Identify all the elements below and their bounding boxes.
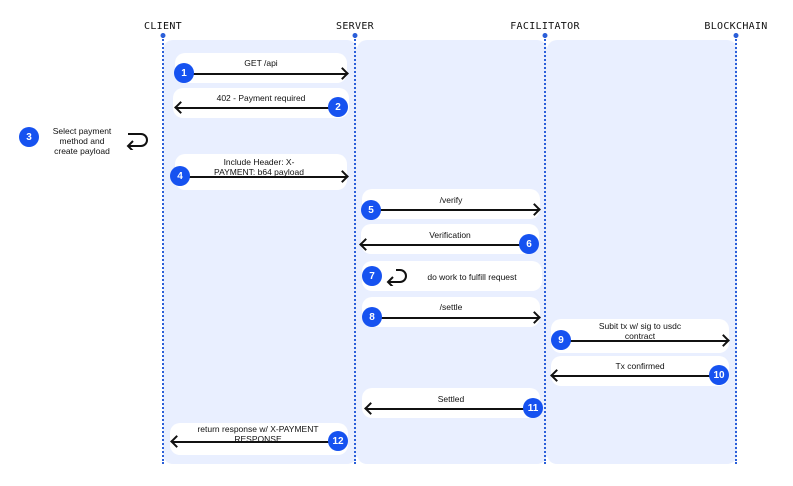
lifeline-blockchain (735, 36, 737, 464)
step-12-bubble (170, 423, 348, 455)
step-9-badge: 9 (551, 330, 571, 350)
step-12-label: return response w/ X-PAYMENT RESPONSE (197, 424, 319, 444)
step-12-badge: 12 (328, 431, 348, 451)
step-11-bubble (362, 388, 540, 418)
step-5-bubble (362, 189, 540, 219)
step-8-label: /settle (439, 302, 463, 312)
step-11-arrow (367, 408, 527, 410)
lane-panel-facilitator-blockchain (547, 40, 737, 464)
step-5-badge: 5 (361, 200, 381, 220)
step-9-label: Subit tx w/ sig to usdc contract (598, 321, 682, 341)
lifeline-facilitator (544, 36, 546, 464)
step-6-arrow (362, 244, 528, 246)
step-7-bubble (362, 261, 542, 291)
lifeline-dot-facilitator (542, 33, 548, 38)
step-6-bubble (361, 224, 539, 254)
step-5-label: /verify (439, 195, 463, 205)
step-6-label: Verification (429, 230, 471, 240)
lifeline-dot-blockchain (733, 33, 739, 38)
step-4-bubble (175, 154, 347, 190)
step-3-badge: 3 (19, 127, 39, 147)
lane-title-facilitator: FACILITATOR (510, 21, 580, 32)
step-9-bubble (551, 319, 729, 353)
step-10-bubble (551, 356, 729, 386)
lifeline-client (162, 36, 164, 464)
step-11-label: Settled (437, 394, 465, 404)
step-8-badge: 8 (362, 307, 382, 327)
step-2-badge: 2 (328, 97, 348, 117)
step-7-label: do work to fulfill request (427, 272, 517, 282)
step-4-arrow (186, 176, 346, 178)
step-10-badge: 10 (709, 365, 729, 385)
step-7-badge: 7 (362, 266, 382, 286)
step-1-arrow (186, 73, 346, 75)
step-8-arrow (372, 317, 538, 319)
step-3-label: Select payment method and create payload (52, 126, 112, 156)
step-11-badge: 11 (523, 398, 543, 418)
step-7-loop-icon (386, 269, 407, 286)
step-2-bubble (173, 88, 349, 118)
step-1-badge: 1 (174, 63, 194, 83)
lifeline-dot-client (160, 33, 166, 38)
lifeline-dot-server (352, 33, 358, 38)
step-9-arrow (561, 340, 727, 342)
step-10-label: Tx confirmed (615, 361, 665, 371)
step-6-badge: 6 (519, 234, 539, 254)
step-4-label: Include Header: X-PAYMENT: b64 payload (214, 157, 304, 177)
step-1-label: GET /api (244, 58, 278, 68)
lane-title-blockchain: BLOCKCHAIN (704, 21, 768, 32)
step-12-arrow (173, 441, 329, 443)
step-2-arrow (177, 107, 337, 109)
step-5-arrow (372, 209, 538, 211)
step-1-bubble (175, 53, 347, 83)
step-8-bubble (362, 297, 540, 327)
lane-title-server: SERVER (336, 21, 374, 32)
lane-title-client: CLIENT (144, 21, 182, 32)
step-10-arrow (553, 375, 719, 377)
step-3-loop-icon (126, 133, 148, 150)
step-4-badge: 4 (170, 166, 190, 186)
lifeline-server (354, 36, 356, 464)
step-2-label: 402 - Payment required (216, 93, 306, 103)
